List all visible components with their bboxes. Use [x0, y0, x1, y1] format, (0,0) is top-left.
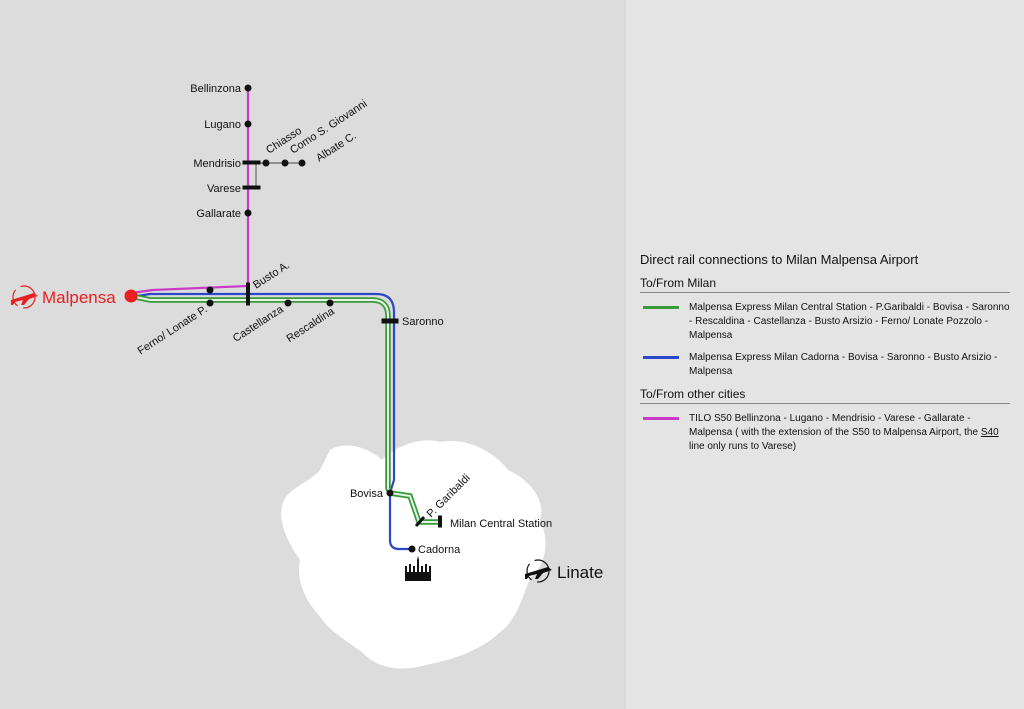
station-label-rescaldina: Rescaldina: [284, 305, 337, 345]
station-label-lugano: Lugano: [204, 119, 241, 131]
station-tick: [438, 515, 442, 528]
duomo-icon: [405, 556, 431, 581]
malpensa-label: Malpensa: [42, 288, 116, 307]
station-label-gallarate: Gallarate: [196, 208, 241, 220]
station-dot: [298, 159, 306, 167]
legend-item-tilo: TILO S50 Bellinzona - Lugano - Mendrisio…: [640, 412, 1010, 454]
station-label-varese: Varese: [207, 183, 241, 195]
legend-text-tilo-before: TILO S50 Bellinzona - Lugano - Mendrisio…: [689, 413, 981, 438]
station-dot: [244, 84, 252, 92]
station-label-ferno: Ferno/ Lonate P.: [136, 303, 210, 357]
plane-icon: [11, 285, 38, 309]
legend-item-cadorna: Malpensa Express Milan Cadorna - Bovisa …: [640, 351, 1010, 379]
legend-swatch-blue: [643, 356, 679, 359]
legend: Direct rail connections to Milan Malpens…: [640, 252, 1010, 462]
station-dot: [408, 545, 416, 553]
milan-city-area: [281, 440, 546, 669]
cadorna-express-line: [130, 292, 412, 551]
station-dot: [206, 286, 214, 294]
station-tick: [246, 282, 250, 306]
legend-swatch-green: [643, 306, 679, 309]
legend-text-tilo: TILO S50 Bellinzona - Lugano - Mendrisio…: [689, 412, 1010, 454]
legend-section-other: To/From other cities: [640, 387, 1010, 404]
plane-icon: [525, 559, 552, 583]
station-dot: [386, 489, 394, 497]
station-dot: [244, 209, 252, 217]
legend-text-tilo-s40: S40: [980, 427, 999, 438]
linate-label: Linate: [557, 563, 603, 582]
station-dot: [326, 299, 334, 307]
legend-title: Direct rail connections to Milan Malpens…: [640, 252, 919, 267]
station-dot: [262, 159, 270, 167]
station-tick: [381, 318, 399, 324]
legend-section-milan: To/From Milan: [640, 276, 1010, 293]
legend-text-tilo-after: line only runs to Varese): [689, 441, 797, 452]
station-label-central: Milan Central Station: [450, 518, 552, 530]
station-label-mendrisio: Mendrisio: [193, 158, 241, 170]
malpensa-station-dot: [124, 289, 138, 303]
station-dot: [284, 299, 292, 307]
station-tick: [242, 160, 261, 165]
station-tick: [414, 516, 426, 527]
legend-text-cadorna: Malpensa Express Milan Cadorna - Bovisa …: [689, 352, 998, 377]
legend-panel: [625, 0, 1024, 709]
legend-swatch-magenta: [643, 417, 679, 420]
station-dot: [281, 159, 289, 167]
station-label-busto: Busto A.: [251, 259, 292, 291]
station-label-cadorna: Cadorna: [418, 544, 461, 556]
station-dot: [244, 120, 252, 128]
station-label-bovisa: Bovisa: [350, 488, 384, 500]
station-dot: [206, 299, 214, 307]
station-label-castellanza: Castellanza: [231, 303, 286, 345]
station-label-saronno: Saronno: [402, 316, 444, 328]
legend-text-central: Malpensa Express Milan Central Station -…: [689, 302, 1010, 341]
legend-item-central: Malpensa Express Milan Central Station -…: [640, 301, 1010, 343]
station-label-bellinzona: Bellinzona: [190, 83, 242, 95]
station-tick: [242, 185, 261, 190]
